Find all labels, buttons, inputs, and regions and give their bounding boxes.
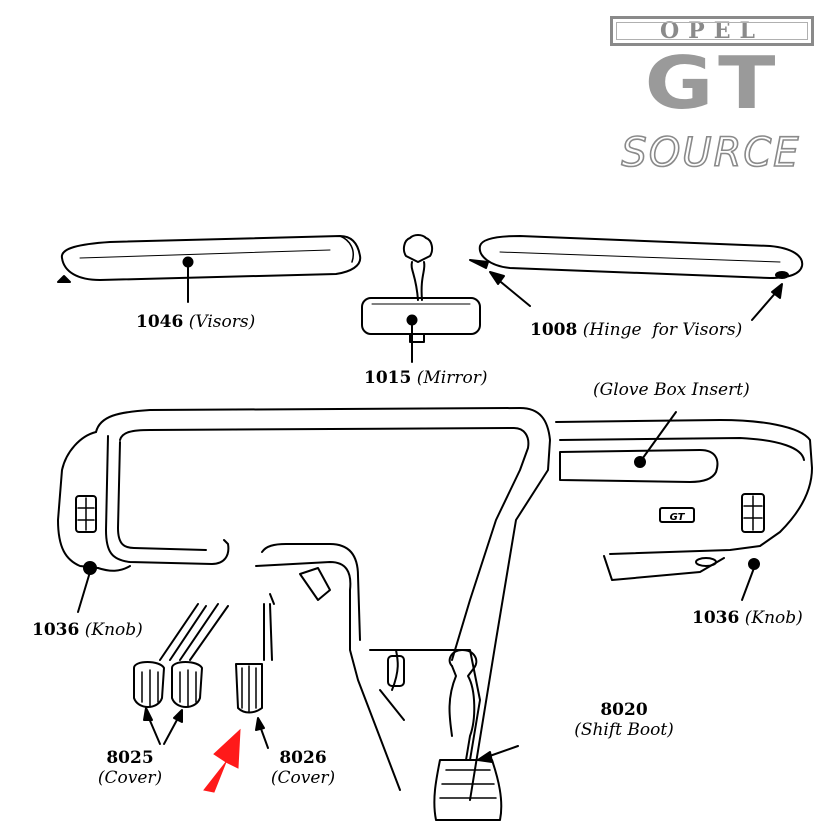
part-name: (Knob) — [84, 620, 143, 640]
label-hinge: 1008 (Hinge for Visors) — [530, 320, 742, 340]
part-number: 8025 — [106, 748, 154, 768]
part-number: 8020 — [600, 700, 648, 720]
left-visor — [57, 235, 362, 303]
opel-logo-badge: OPEL — [610, 16, 814, 46]
part-name: (Hinge for Visors) — [582, 320, 743, 340]
label-cover-8026: 8026 (Cover) — [266, 748, 340, 788]
red-pointer-arrow — [203, 728, 241, 793]
part-name: (Visors) — [188, 312, 256, 332]
pedal-covers — [133, 661, 269, 749]
label-cover-8025: 8025 (Cover) — [94, 748, 166, 788]
label-visors: 1046 (Visors) — [136, 312, 255, 332]
source-logo-text: SOURCE — [621, 129, 801, 177]
part-number: 1015 — [364, 368, 412, 388]
label-knob-left: 1036 (Knob) — [32, 620, 143, 640]
part-number: 1046 — [136, 312, 184, 332]
dash-gt-badge: GT — [670, 512, 686, 523]
part-name: (Knob) — [744, 608, 803, 628]
label-glovebox: (Glove Box Insert) — [593, 380, 750, 400]
part-name: (Cover) — [97, 768, 163, 788]
dashboard-body — [57, 407, 813, 821]
label-knob-right: 1036 (Knob) — [692, 608, 803, 628]
hinge-pointers — [489, 271, 783, 321]
label-shift-boot: 8020 (Shift Boot) — [574, 700, 674, 740]
right-visor — [469, 235, 804, 279]
gt-logo-text: GT — [644, 40, 782, 126]
part-name: (Glove Box Insert) — [593, 380, 750, 400]
part-number: 1036 — [32, 620, 80, 640]
part-name: (Mirror) — [416, 368, 488, 388]
part-number: 8026 — [279, 748, 327, 768]
part-number: 1008 — [530, 320, 578, 340]
rear-view-mirror — [361, 234, 481, 343]
part-name: (Cover) — [270, 768, 336, 788]
part-number: 1036 — [692, 608, 740, 628]
part-name: (Shift Boot) — [574, 720, 674, 740]
label-mirror: 1015 (Mirror) — [364, 368, 487, 388]
